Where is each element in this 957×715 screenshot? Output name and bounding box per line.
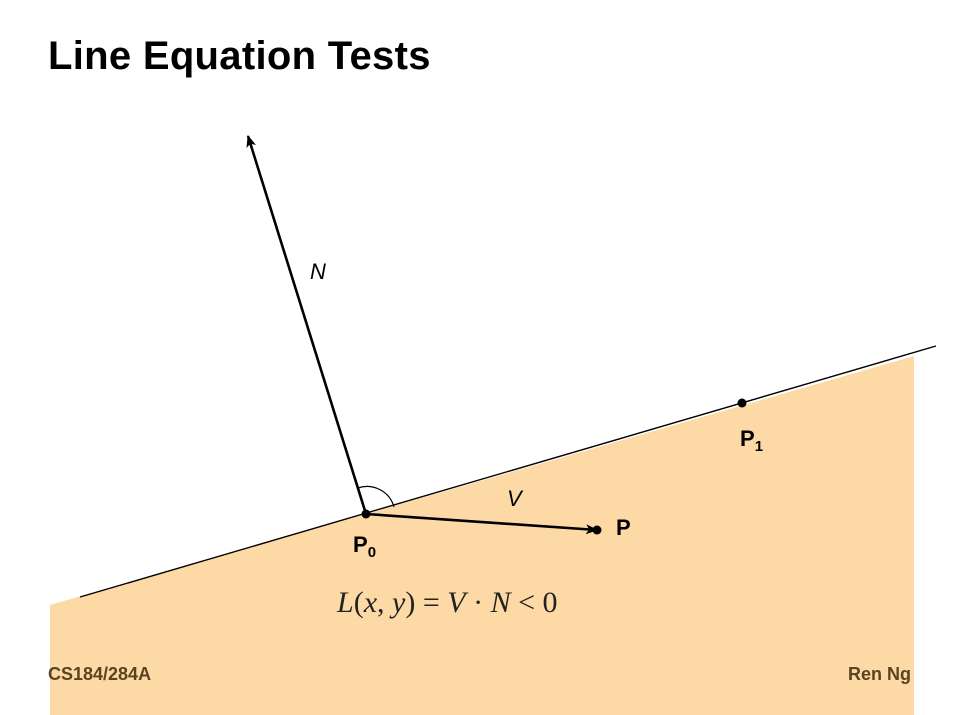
eq-n: N: [490, 586, 513, 619]
eq-dot: ·: [466, 586, 491, 619]
footer-author: Ren Ng: [848, 664, 911, 684]
normal-label: N: [310, 259, 326, 284]
point-p0-dot: [361, 509, 371, 519]
eq-open: (: [354, 586, 364, 619]
p1-label-base: P: [740, 426, 755, 451]
eq-equals: =: [415, 586, 447, 619]
slide-title: Line Equation Tests: [48, 34, 431, 78]
eq-l: L: [336, 586, 354, 619]
angle-arc: [357, 485, 395, 508]
eq-zero: 0: [543, 586, 558, 619]
p0-label: P0: [353, 532, 376, 561]
point-p-dot: [592, 525, 602, 535]
eq-y: y: [389, 586, 406, 619]
point-p1-dot: [737, 398, 747, 408]
p0-label-subscript: 0: [368, 544, 376, 561]
edge-line: [79, 345, 937, 598]
eq-v: V: [447, 586, 469, 619]
eq-x: x: [363, 586, 378, 619]
half-plane-region: [50, 356, 914, 715]
footer-course: CS184/284A: [48, 664, 152, 684]
line-equation: L(x, y) = V · N < 0: [336, 586, 558, 619]
p1-label: P1: [740, 426, 763, 455]
point-p-label: P: [616, 515, 631, 540]
p0-label-base: P: [353, 532, 368, 557]
eq-comma: ,: [377, 586, 392, 619]
v-label: V: [507, 486, 524, 511]
normal-vector-arrow: [246, 135, 368, 515]
eq-less-than: <: [511, 586, 543, 619]
v-vector-arrow: [365, 512, 598, 535]
p1-label-subscript: 1: [755, 438, 763, 455]
eq-close: ): [405, 586, 415, 619]
